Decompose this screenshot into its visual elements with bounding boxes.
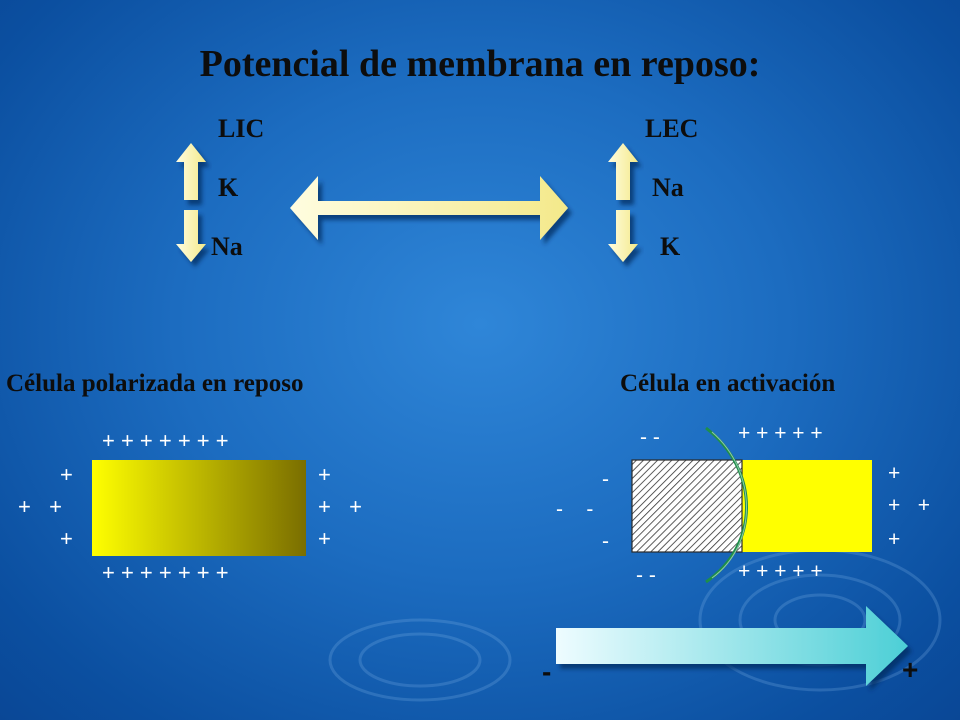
gradient-direction-arrow [556,606,908,686]
lec-up-arrow [608,143,638,200]
activated-left-charge-1: - [602,468,609,491]
page-title: Potencial de membrana en reposo: [199,43,761,85]
lec-down-arrow [608,210,638,262]
polarized-top-charges: + + + + + + + [102,428,229,453]
activated-right-charge-1: + [888,462,901,485]
activated-bottom-negative-charges: - - [636,564,656,587]
polarized-left-charge-3: + [60,526,73,551]
lic-ion-na: Na [211,232,243,261]
activated-top-negative-charges: - - [640,426,660,449]
activated-bottom-positive-charges: + + + + + [738,560,823,583]
activated-left-charge-3: - [602,530,609,553]
polarized-right-charge-1: + [318,462,331,487]
ripple-decoration [328,548,942,702]
gradient-end-label: + [902,654,919,685]
activated-cell-label: Célula en activación [620,370,836,397]
gradient-start-label: - [542,656,552,687]
activation-wavefront [705,426,748,584]
activated-top-positive-charges: + + + + + [738,422,823,445]
polarized-cell-body [92,460,306,556]
lec-ion-k: K [660,232,681,261]
lic-ion-k: K [218,173,239,202]
polarized-right-charge-3: + [318,526,331,551]
lic-up-arrow [176,143,206,200]
activated-left-charge-2: - - [556,498,594,521]
activated-cell-yellow-region [742,460,872,552]
polarized-bottom-charges: + + + + + + + [102,560,229,585]
lec-heading: LEC [645,114,699,143]
activated-right-charge-2: + + [888,494,931,517]
polarized-cell-label: Célula polarizada en reposo [6,370,304,397]
exchange-double-arrow [290,176,568,240]
activated-cell-depolarized-region [631,459,743,553]
lic-down-arrow [176,210,206,262]
polarized-left-charge-1: + [60,462,73,487]
lic-heading: LIC [218,114,265,143]
polarized-left-charge-2: + + [18,494,63,519]
lec-ion-na: Na [652,173,684,202]
activated-right-charge-3: + [888,528,901,551]
polarized-right-charge-2: + + [318,494,363,519]
